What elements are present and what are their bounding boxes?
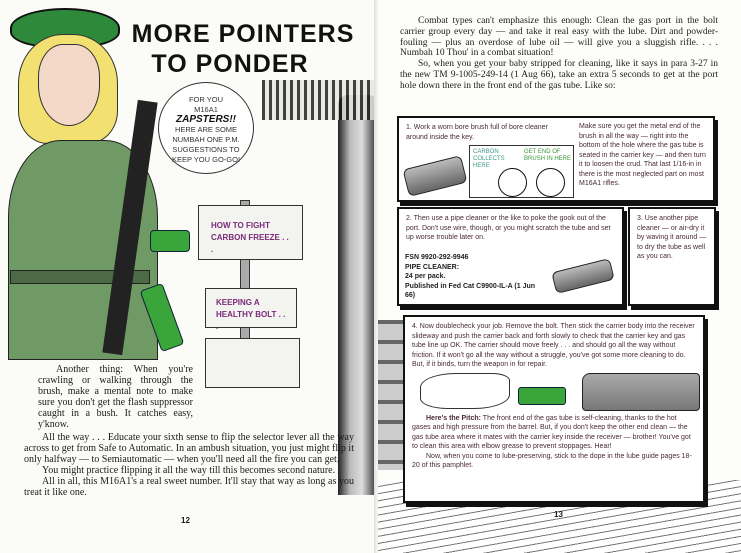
balloon-line1: FOR YOU — [188, 95, 224, 104]
face — [38, 44, 100, 126]
pipe-cleaner-info: FSN 9920-292-9946 PIPE CLEANER: 24 per p… — [405, 253, 543, 301]
fsn: FSN 9920-292-9946 — [405, 254, 469, 261]
detail-inset: CARBON COLLECTS HERE GET END OF BRUSH IN… — [469, 145, 574, 198]
label-brush: GET END OF BRUSH IN HERE — [524, 149, 572, 162]
step-3-text: 3. Use another pipe cleaner — or air-dry… — [637, 215, 707, 260]
page-title-line1: MORE POINTERS — [131, 20, 355, 48]
paragraph-brush: Another thing: When you're crawling or w… — [38, 364, 193, 430]
paragraph-sweet-number: All in all, this M16A1's a real sweet nu… — [24, 476, 354, 498]
step-2-panel: 2. Then use a pipe cleaner or the like t… — [397, 207, 624, 306]
page-title-line2: TO PONDER — [151, 50, 309, 78]
step-4-panel: 4. Now doublecheck your job. Remove the … — [403, 315, 705, 503]
paragraph-combat-types: Combat types can't emphasize this enough… — [400, 16, 718, 59]
paragraph-practice: You might practice flipping it all the w… — [42, 465, 336, 476]
speech-balloon: FOR YOU M16A1 ZAPSTERS!! HERE ARE SOME N… — [158, 82, 254, 174]
pitch-text: Here's the Pitch: The front end of the g… — [412, 414, 696, 452]
step-2-text: 2. Then use a pipe cleaner or the like t… — [406, 215, 611, 241]
balloon-line2: M16A1 — [194, 105, 218, 114]
closing-text: Now, when you come to lube-preserving, s… — [412, 452, 692, 470]
left-page: MORE POINTERS TO PONDER FOR YOU M16A1 ZA… — [0, 0, 378, 553]
step-1-text: 1. Work a worn bore brush full of bore c… — [406, 124, 548, 141]
step-4-text: 4. Now doublecheck your job. Remove the … — [412, 323, 695, 368]
step-4-illustration — [412, 372, 700, 411]
right-intro: Combat types can't emphasize this enough… — [400, 16, 718, 92]
publication: Published in Fed Cat C9900-IL-A (1 Jun 6… — [405, 282, 536, 300]
soldier-girl-illustration — [0, 0, 200, 370]
gas-tube-drawing — [402, 155, 468, 197]
hand-drawing — [420, 372, 510, 409]
right-page: Combat types can't emphasize this enough… — [378, 0, 741, 553]
pitch-label: Here's the Pitch: — [426, 414, 481, 422]
step-3-panel: 3. Use another pipe cleaner — or air-dry… — [628, 207, 716, 306]
left-body-top: Another thing: When you're crawling or w… — [38, 364, 193, 430]
page-number-left: 12 — [181, 516, 190, 525]
step-1-panel: 1. Work a worn bore brush full of bore c… — [397, 116, 715, 202]
page-number-right: 13 — [554, 510, 563, 519]
sign-carbon-freeze: HOW TO FIGHT CARBON FREEZE . . . — [198, 205, 303, 260]
rifle-handguard — [150, 230, 190, 252]
detail-circle-2 — [536, 168, 565, 197]
balloon-text: HERE ARE SOME NUMBAH ONE P.M. SUGGESTION… — [171, 125, 241, 164]
left-body-bottom: All the way . . . Educate your sixth sen… — [24, 432, 354, 498]
receiver-drawing — [582, 372, 700, 411]
quantity: 24 per pack. — [405, 273, 446, 280]
gutter — [374, 0, 380, 553]
balloon-emphasis: ZAPSTERS!! — [176, 114, 236, 125]
pitch-body: The front end of the gas tube is self-cl… — [412, 414, 691, 451]
detail-circle-1 — [498, 168, 527, 197]
step-1-side-text: Make sure you get the metal end of the b… — [579, 123, 706, 187]
tree-foliage — [262, 80, 378, 120]
tree-trunk — [338, 95, 378, 495]
item-name: PIPE CLEANER: — [405, 263, 460, 271]
label-carbon: CARBON COLLECTS HERE — [473, 149, 505, 169]
paragraph-so-when: So, when you get your baby stripped for … — [400, 59, 718, 91]
paragraph-all-the-way: All the way . . . Educate your sixth sen… — [24, 432, 354, 465]
sign-healthy-bolt: KEEPING A HEALTHY BOLT . . . — [205, 288, 297, 331]
sign-hand-bolt — [205, 338, 300, 388]
gas-tube-drawing — [551, 258, 615, 294]
bolt-carrier-drawing — [518, 386, 566, 405]
